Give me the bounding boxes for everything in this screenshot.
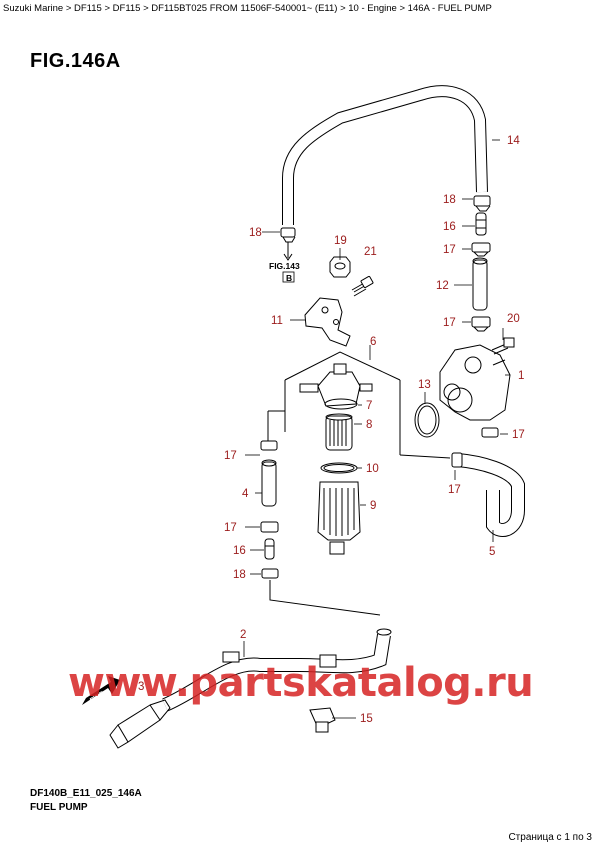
- watermark: www.partskatalog.ru: [68, 660, 534, 706]
- o-ring-10: [320, 462, 358, 474]
- callout-labels: 14 18 18 16 17 12 17 19 21 11 20 6 1 13 …: [138, 135, 525, 725]
- callout-16-top: 16: [443, 221, 456, 233]
- callout-14: 14: [507, 135, 520, 147]
- callout-5: 5: [489, 546, 495, 558]
- svg-text:B: B: [286, 273, 292, 283]
- clamp-17-left-lower: [260, 521, 279, 533]
- clamp-18-bottom: [261, 568, 279, 579]
- joint-16-top: [475, 212, 487, 236]
- callout-2: 2: [240, 629, 246, 641]
- callout-19: 19: [334, 235, 347, 247]
- callout-15: 15: [360, 713, 373, 725]
- callout-17-d: 17: [224, 450, 237, 462]
- callout-17-f: 17: [224, 522, 237, 534]
- hose-5: [451, 452, 525, 537]
- filter-bowl-9: [317, 481, 361, 555]
- clamp-17-top: [471, 242, 491, 257]
- callout-17-e: 17: [448, 484, 461, 496]
- callout-17-c: 17: [512, 429, 525, 441]
- callout-18-bottom: 18: [233, 569, 246, 581]
- figure-title: FIG.146A: [30, 50, 121, 72]
- leader-lines: [243, 139, 510, 719]
- callout-8: 8: [366, 419, 372, 431]
- page-indicator: Страница с 1 по 3: [508, 832, 592, 843]
- fuel-pump-1: [439, 344, 511, 438]
- joint-16-left: [264, 538, 275, 560]
- callout-4: 4: [242, 488, 249, 500]
- nut-19: [329, 256, 351, 278]
- svg-text:FIG.143: FIG.143: [269, 261, 300, 271]
- callout-18-left: 18: [249, 227, 262, 239]
- filter-assembly-outline: [284, 351, 451, 459]
- hose-14: [282, 85, 488, 225]
- clip-15: [309, 707, 336, 733]
- o-ring-13: [414, 402, 440, 438]
- callout-1: 1: [518, 370, 524, 382]
- clamp-17-mid: [471, 316, 491, 332]
- clamp-17-left-upper: [260, 440, 278, 451]
- clamp-18-right: [473, 195, 491, 212]
- diagram-name: FUEL PUMP: [30, 802, 88, 813]
- callout-20: 20: [507, 313, 520, 325]
- filter-head-7: [299, 363, 373, 410]
- callout-18-right: 18: [443, 194, 456, 206]
- bracket-11: [304, 297, 351, 347]
- callout-3: 3: [138, 681, 144, 693]
- clamp-18-left: [280, 227, 296, 243]
- ref-fig-143[interactable]: FIG.143 B: [269, 261, 300, 283]
- callout-11: 11: [271, 315, 283, 327]
- hose-4: [261, 459, 277, 507]
- callout-21: 21: [364, 246, 377, 258]
- breadcrumb: Suzuki Marine > DF115 > DF115 > DF115BT0…: [3, 3, 492, 14]
- hose-12: [472, 257, 488, 311]
- diagram-code: DF140B_E11_025_146A: [30, 788, 142, 799]
- bolt-21: [351, 275, 374, 297]
- callout-7: 7: [366, 400, 372, 412]
- callout-6: 6: [370, 336, 376, 348]
- callout-10: 10: [366, 463, 379, 475]
- callout-16-left: 16: [233, 545, 246, 557]
- connector-3: [109, 699, 171, 749]
- callout-17-a: 17: [443, 244, 456, 256]
- filter-element-8: [325, 413, 353, 451]
- callout-13: 13: [418, 379, 431, 391]
- callout-9: 9: [370, 500, 376, 512]
- callout-17-b: 17: [443, 317, 456, 329]
- hose-2: [162, 628, 392, 712]
- callout-12: 12: [436, 280, 449, 292]
- bolt-20: [491, 337, 515, 355]
